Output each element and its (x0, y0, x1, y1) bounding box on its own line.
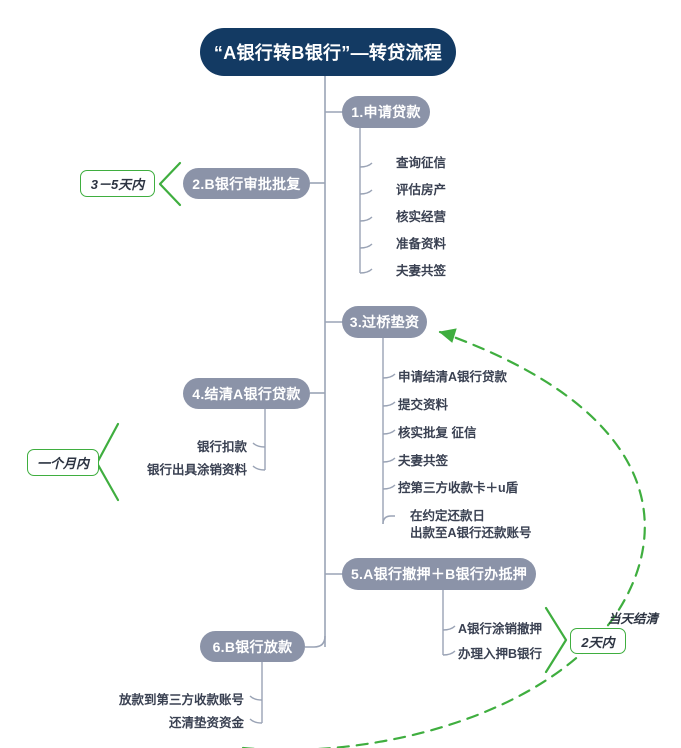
duration-tag-step2-label: 3－5天内 (90, 177, 145, 192)
step-node-4[interactable]: 4.结清A银行贷款 (183, 378, 310, 409)
step-node-4-label: 4.结清A银行贷款 (192, 385, 301, 402)
root-node-label: “A银行转B银行”—转贷流程 (213, 43, 443, 63)
step-node-1-label: 1.申请贷款 (351, 104, 421, 120)
leaf-step1-0: 查询征信 (396, 156, 447, 170)
leaf-step1-4: 夫妻共签 (396, 264, 447, 278)
step-node-3[interactable]: 3.过桥垫资 (342, 306, 427, 338)
leaf-step1-1: 评估房产 (396, 183, 447, 197)
duration-tag-step5: 2天内 (570, 628, 626, 654)
step-node-2[interactable]: 2.B银行审批批复 (183, 168, 310, 199)
duration-tag-step4: 一个月内 (27, 449, 99, 476)
step-node-6[interactable]: 6.B银行放款 (200, 631, 305, 662)
leaf-step1-2: 核实经营 (396, 210, 447, 224)
leaf-step3-1: 提交资料 (398, 398, 449, 412)
leaf-step3-5: 在约定还款日 出款至A银行还款账号 (410, 509, 532, 540)
step-node-3-label: 3.过桥垫资 (349, 314, 420, 330)
leaf-step6-0: 放款到第三方收款账号 (118, 693, 244, 707)
leaf-step3-0: 申请结清A银行贷款 (398, 370, 508, 384)
leaf-step3-2: 核实批复 征信 (398, 426, 477, 440)
step-node-5-label: 5.A银行撤押＋B银行办抵押 (350, 566, 528, 582)
step-node-6-label: 6.B银行放款 (212, 638, 293, 655)
leaf-step5-0: A银行涂销撤押 (458, 622, 543, 636)
root-node[interactable]: “A银行转B银行”—转贷流程 (200, 28, 456, 76)
leaf-step4-1: 银行出具涂销资料 (146, 463, 247, 477)
leaf-step3-4: 控第三方收款卡＋u盾 (398, 481, 519, 495)
step-node-1[interactable]: 1.申请贷款 (342, 96, 430, 128)
step-node-5[interactable]: 5.A银行撤押＋B银行办抵押 (342, 558, 536, 590)
leaf-step4-0: 银行扣款 (196, 440, 247, 454)
duration-tag-step2: 3－5天内 (80, 170, 155, 197)
duration-tag-step4-label: 一个月内 (36, 456, 89, 471)
leaf-step5-1: 办理入押B银行 (458, 647, 543, 661)
leaf-step6-1: 还清垫资资金 (168, 716, 244, 730)
leaf-step3-3: 夫妻共签 (398, 454, 449, 468)
same-day-note: 当天结清 (608, 612, 659, 626)
leaf-step1-3: 准备资料 (396, 237, 447, 251)
duration-tag-step5-label: 2天内 (581, 634, 615, 650)
step-node-2-label: 2.B银行审批批复 (192, 175, 301, 192)
